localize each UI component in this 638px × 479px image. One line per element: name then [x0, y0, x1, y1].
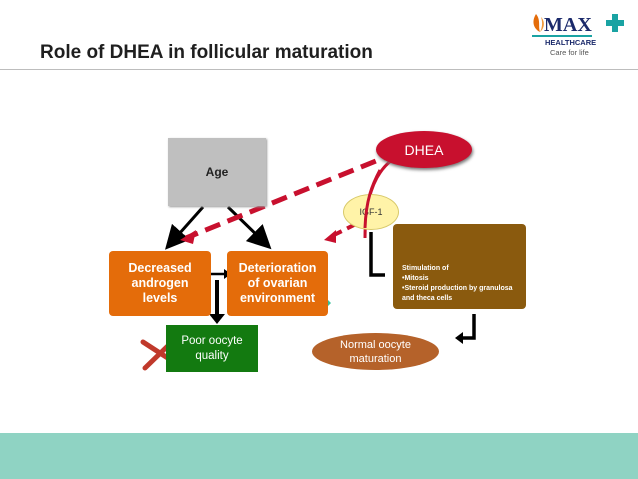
stim-line: and theca cells — [402, 295, 453, 302]
stim-line: •Steroid production by granulosa — [402, 285, 513, 292]
arrow-age-ovarian — [226, 205, 272, 250]
footer-band — [0, 433, 638, 479]
node-igf-1: IGF-1 — [343, 194, 399, 230]
stim-line: Stimulation of — [402, 265, 449, 272]
node-decreased-androgen: Decreased androgen levels — [109, 251, 211, 316]
stim-line: •Mitosis — [402, 275, 429, 282]
page-title: Role of DHEA in follicular maturation — [40, 42, 373, 63]
logo-brand: MAX — [544, 14, 592, 36]
logo-mark-icon — [532, 14, 624, 37]
node-text: of ovarian — [247, 276, 308, 290]
title-divider — [0, 69, 638, 70]
arrow-igf-stimulation — [369, 232, 385, 277]
logo-sub: HEALTHCARE — [545, 38, 597, 47]
node-age: Age — [168, 138, 266, 206]
node-poor-oocyte-quality: Poor oocyte quality — [166, 325, 258, 372]
node-dhea: DHEA — [376, 131, 472, 168]
dhea-dashed-arrow-left — [185, 149, 399, 241]
node-text: Normal oocyte — [340, 338, 411, 351]
logo-tagline: Care for life — [550, 48, 589, 57]
node-ovarian-deterioration: Deterioration of ovarian environment — [227, 251, 328, 316]
node-text: Poor oocyte — [181, 334, 243, 347]
arrow-stimulation-normal — [460, 314, 476, 340]
node-normal-oocyte-maturation: Normal oocyte maturation — [312, 333, 439, 370]
node-text: maturation — [349, 352, 402, 365]
node-text: quality — [195, 349, 229, 362]
node-text: androgen — [131, 276, 189, 290]
node-text: Decreased — [128, 261, 192, 275]
node-text: environment — [239, 291, 315, 305]
node-stimulation: Stimulation of •Mitosis •Steroid product… — [393, 224, 526, 309]
node-text: Deterioration — [238, 261, 317, 275]
node-text: levels — [142, 291, 178, 305]
max-healthcare-logo: MAX HEALTHCARE Care for life — [528, 8, 628, 64]
dhea-dashed-arrow-ovarian — [327, 222, 357, 240]
arrow-age-androgen — [165, 206, 205, 250]
